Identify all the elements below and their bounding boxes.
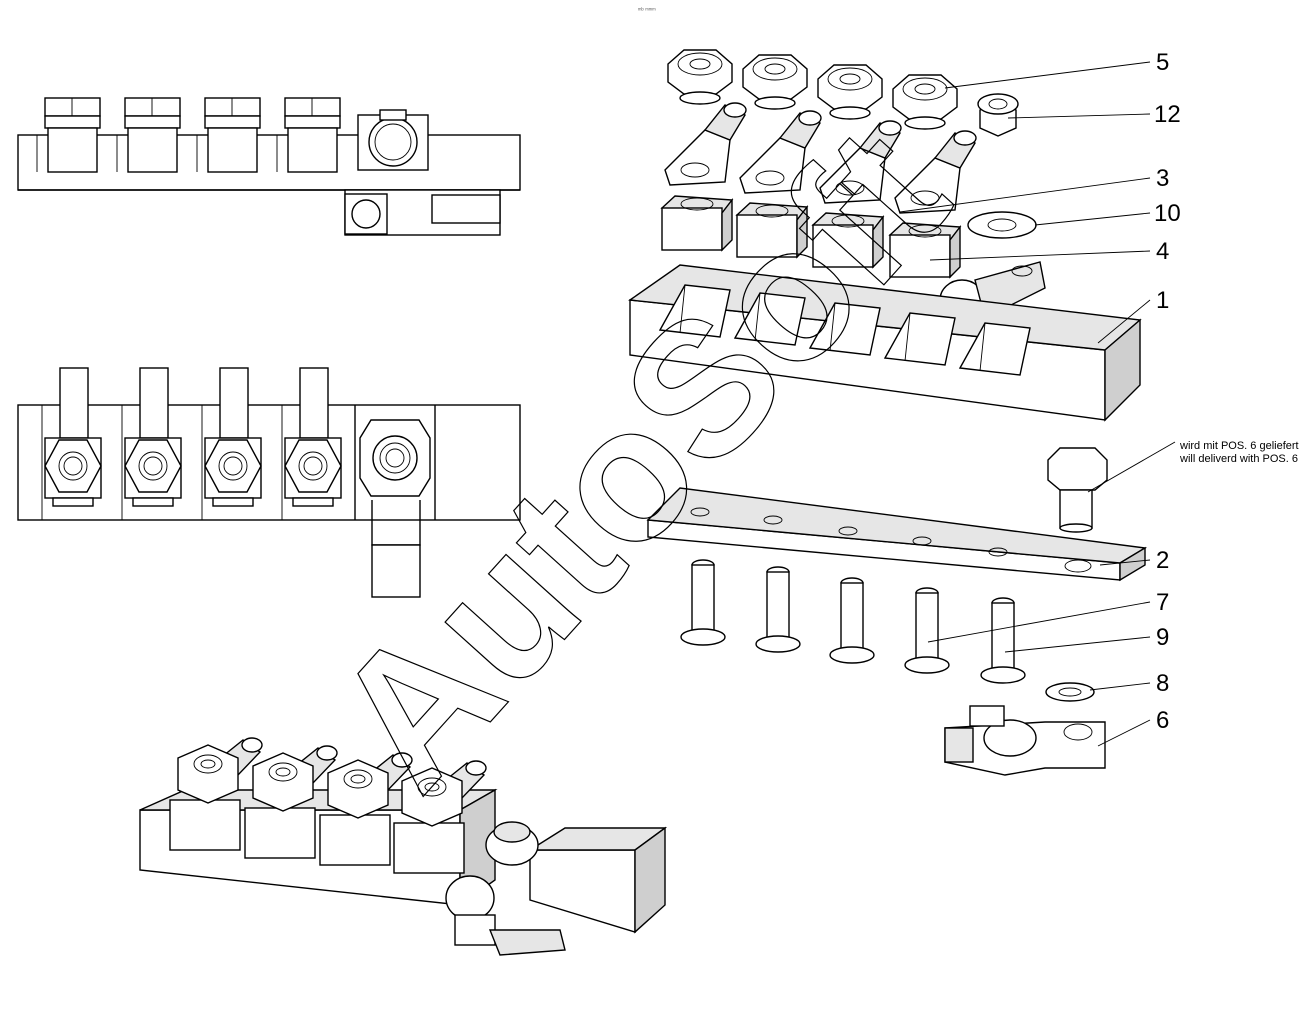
callout-1: 1	[1156, 287, 1169, 314]
pin-shank	[766, 571, 790, 641]
note-line-en: will deliverd with POS. 6	[1179, 453, 1298, 465]
pin-head	[755, 635, 801, 653]
header-code: ᵐᵇ ᵐᵐᵐ	[638, 7, 656, 14]
stud-nut	[284, 97, 341, 117]
clamp-block	[244, 807, 316, 859]
square-block	[736, 214, 798, 258]
lug-tab	[299, 367, 329, 439]
lug-tab	[219, 367, 249, 439]
pin-shank	[840, 582, 864, 652]
callout-3: 3	[1156, 165, 1169, 192]
clamp-block	[169, 799, 241, 851]
stud-nut	[44, 97, 101, 117]
pin-shank	[691, 564, 715, 634]
hex-nut	[667, 49, 733, 95]
callout-5: 5	[1156, 49, 1169, 76]
housing-pocket	[958, 322, 1031, 376]
bar-hole	[1064, 559, 1092, 573]
side-view	[17, 97, 521, 236]
spring-washer	[1045, 682, 1095, 702]
callout-12: 12	[1154, 101, 1181, 128]
pin-shank	[991, 602, 1015, 672]
hex-nut	[177, 744, 239, 804]
lug-tab	[139, 367, 169, 439]
pin-head	[980, 666, 1026, 684]
stud-nut	[204, 97, 261, 117]
stud-washer	[284, 115, 341, 129]
hex-nut	[817, 64, 883, 110]
pin-head	[680, 628, 726, 646]
exploded-view	[628, 49, 1148, 776]
stud-block	[207, 127, 258, 173]
callout-6: 6	[1156, 707, 1169, 734]
square-block	[889, 234, 951, 278]
hex-nut	[124, 439, 182, 493]
stud-washer	[204, 115, 261, 129]
callout-leaders	[899, 61, 1176, 747]
bar-hole	[690, 507, 710, 517]
stud-washer	[124, 115, 181, 129]
pin-shank	[915, 592, 939, 662]
square-block	[661, 207, 723, 251]
front-view	[17, 367, 521, 598]
insulating-housing	[628, 264, 1142, 422]
hex-nut	[204, 439, 262, 493]
housing-pocket	[883, 312, 956, 366]
housing-pocket	[808, 302, 881, 356]
hex-nut	[252, 752, 314, 812]
stud-washer	[44, 115, 101, 129]
callout-10: 10	[1154, 200, 1181, 227]
housing-pocket	[733, 292, 806, 346]
callout-7: 7	[1156, 589, 1169, 616]
pin-head	[829, 646, 875, 664]
battery-clamp	[944, 705, 1106, 776]
housing-pocket	[658, 284, 731, 338]
pin-head	[904, 656, 950, 674]
stud-nut	[124, 97, 181, 117]
assembled-view	[139, 737, 668, 956]
callout-9: 9	[1156, 624, 1169, 651]
hex-bolt	[1047, 447, 1108, 533]
lug-tab	[59, 367, 89, 439]
bar-hole	[838, 526, 858, 536]
stud-block	[127, 127, 178, 173]
hex-nut	[401, 767, 463, 827]
hex-nut	[327, 759, 389, 819]
hex-nut	[284, 439, 342, 493]
hex-nut	[892, 74, 958, 120]
callout-2: 2	[1156, 547, 1169, 574]
small-nut	[977, 93, 1019, 137]
hex-nut	[742, 54, 808, 100]
hex-nut	[44, 439, 102, 493]
bus-bar	[646, 487, 1148, 582]
stud-block	[47, 127, 98, 173]
bar-hole	[988, 547, 1008, 557]
clamp-block	[393, 822, 465, 874]
note-line-de: wird mit POS. 6 geliefert	[1179, 440, 1299, 452]
bar-hole	[912, 536, 932, 546]
clamp-block	[319, 814, 391, 866]
callout-8: 8	[1156, 670, 1169, 697]
stud-block	[287, 127, 338, 173]
bar-hole	[763, 515, 783, 525]
callout-4: 4	[1156, 238, 1169, 265]
callout-labels: 5 12 3 10 4 1 2 7 9 8 6	[1154, 49, 1181, 734]
